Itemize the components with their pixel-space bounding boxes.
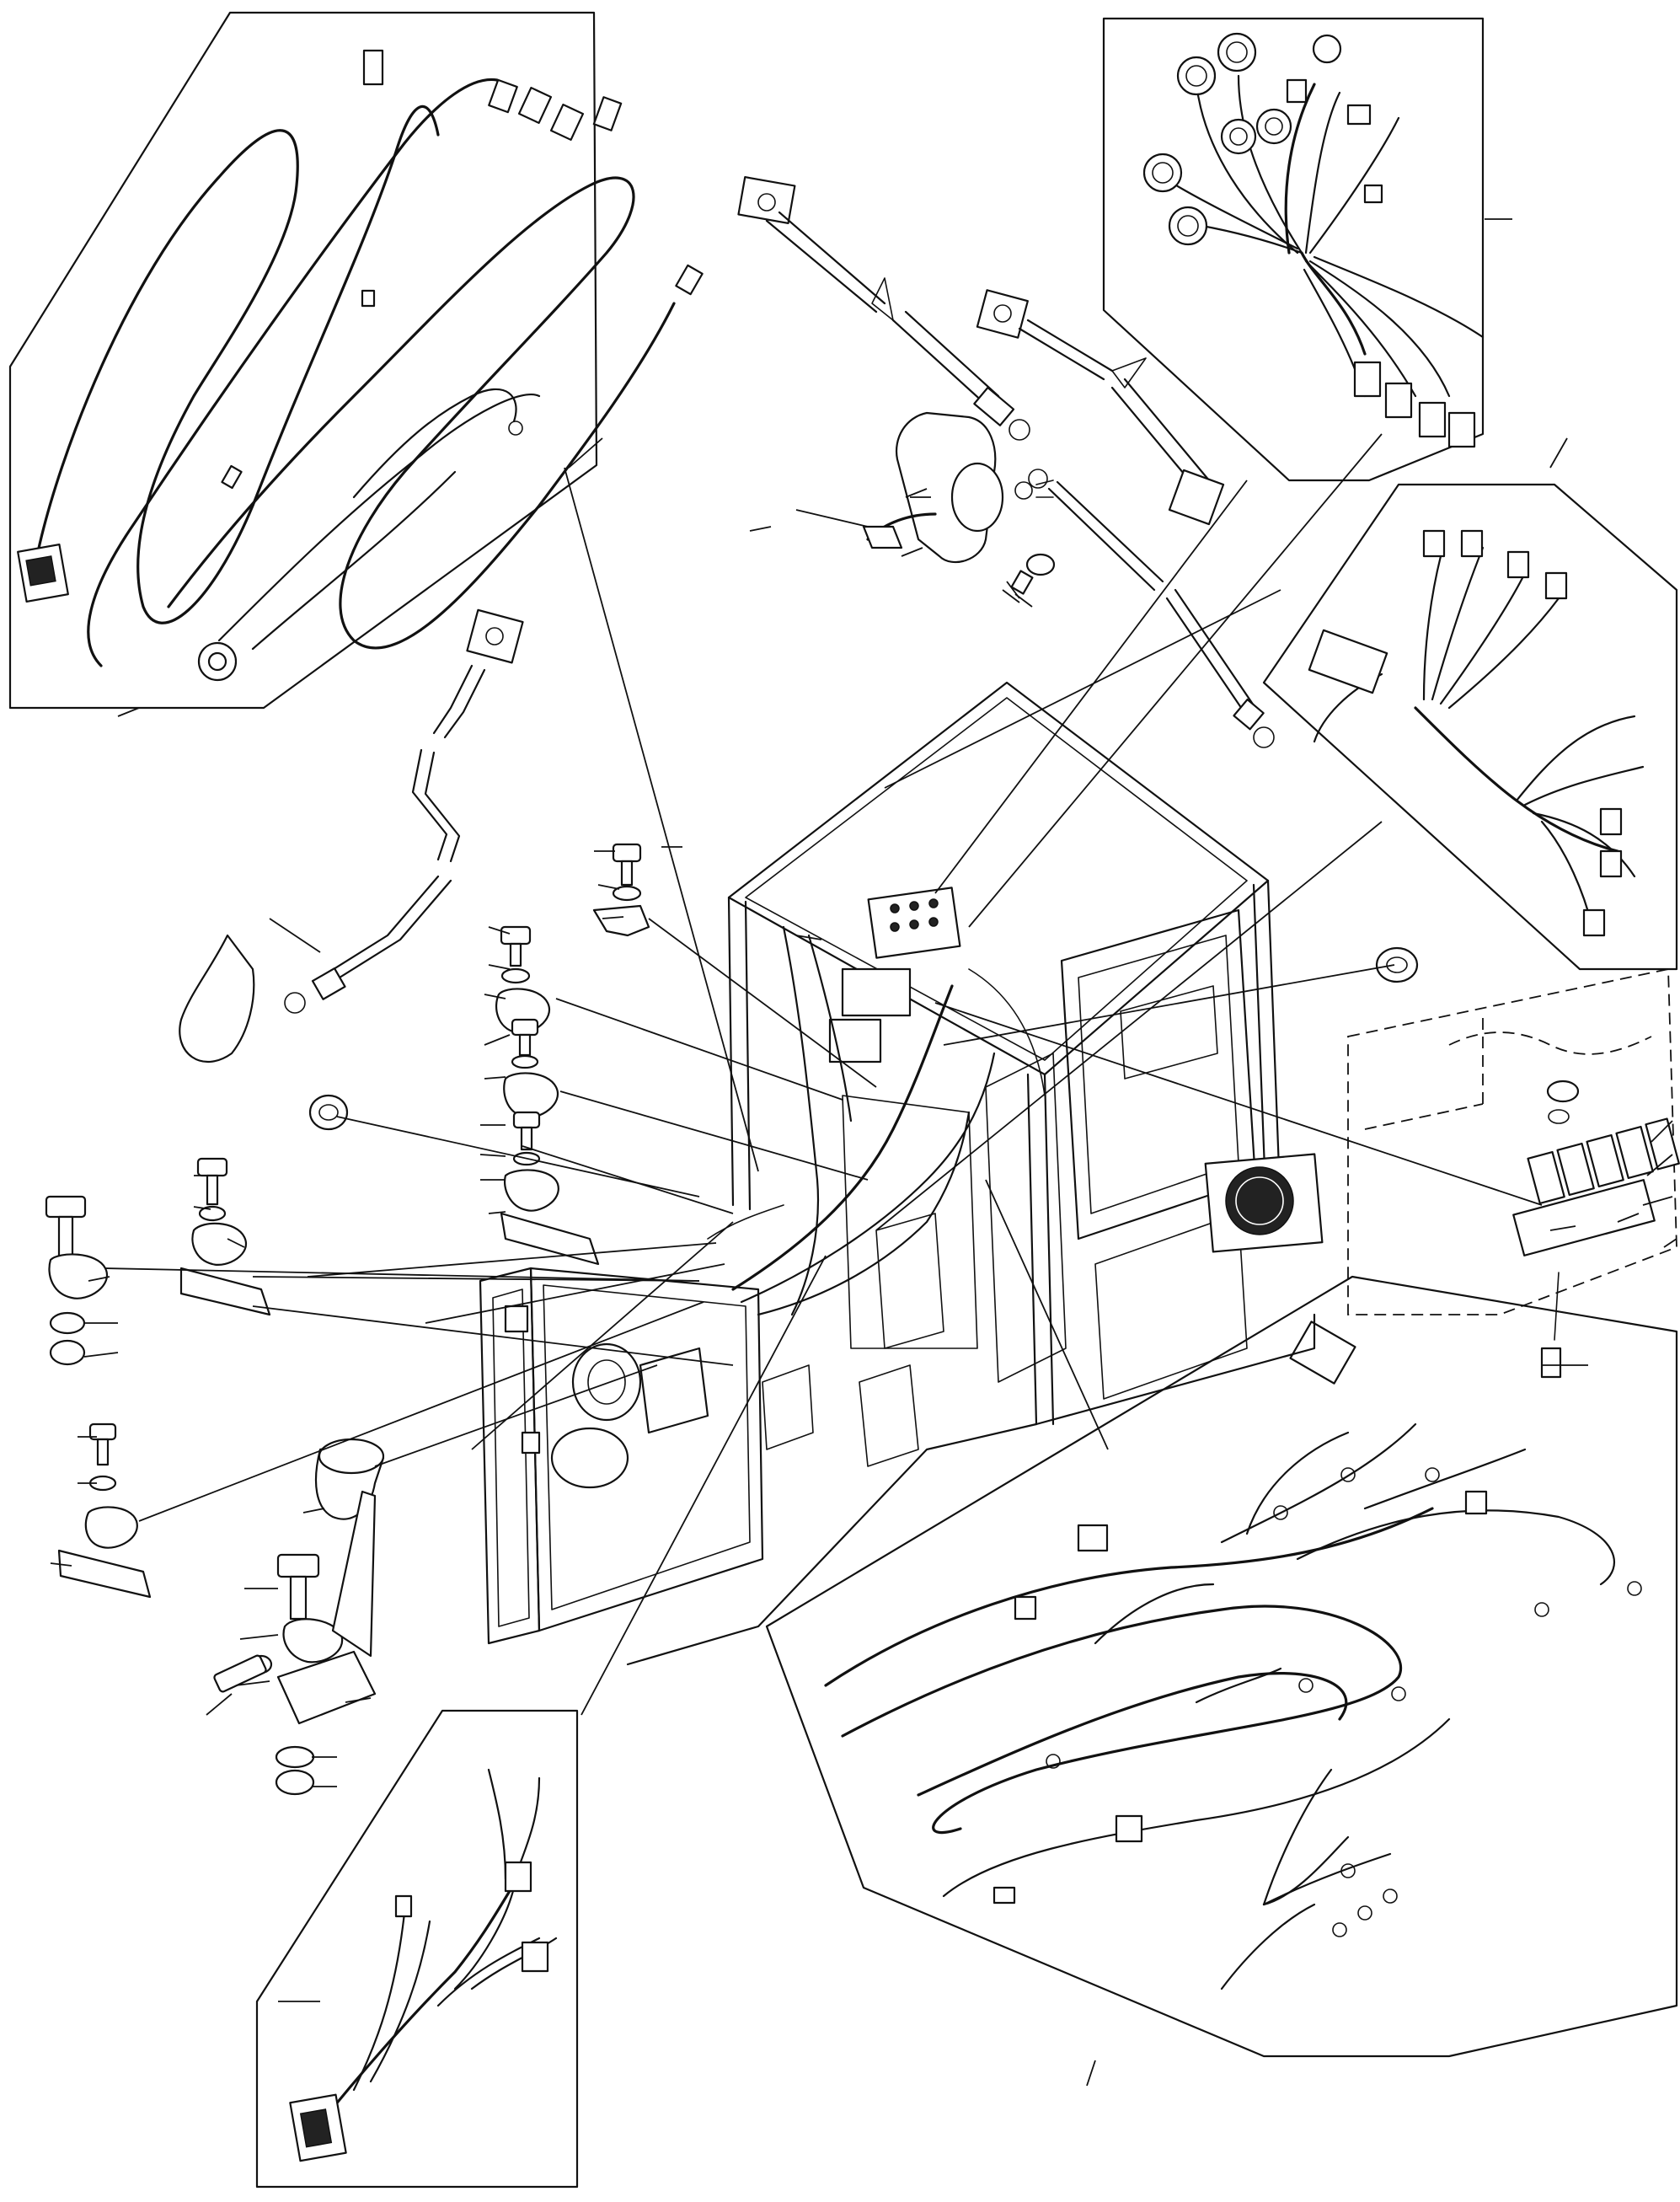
harness-inset-bottom-left bbox=[255, 1709, 579, 2189]
callout-leader bbox=[484, 1076, 506, 1080]
battery-cable-left bbox=[179, 608, 524, 1063]
callout-leader bbox=[488, 1211, 506, 1214]
callout-leaders bbox=[50, 496, 1677, 1787]
battery-cable-b bbox=[976, 289, 1225, 526]
harness-inset-top-right bbox=[1102, 17, 1512, 482]
callout-leader bbox=[1642, 1196, 1673, 1206]
battery-switch bbox=[795, 411, 1056, 599]
callout-leader bbox=[597, 884, 620, 890]
callout-leader bbox=[88, 1276, 110, 1282]
callout-leader bbox=[479, 1154, 506, 1157]
callout-leader bbox=[602, 916, 624, 919]
harness-inset-bottom-right bbox=[765, 1275, 1678, 2087]
callout-leader bbox=[1663, 1238, 1677, 1248]
harness-inset-top-left bbox=[8, 11, 704, 717]
battery-cable-c bbox=[1028, 469, 1275, 748]
harness-inset-right bbox=[1262, 437, 1678, 971]
callout-leader bbox=[488, 926, 511, 935]
callout-leader bbox=[484, 994, 506, 999]
callout-leader bbox=[749, 526, 772, 532]
callout-leader bbox=[50, 1562, 72, 1567]
callout-leader bbox=[901, 547, 923, 557]
callout-leader bbox=[488, 964, 511, 970]
callout-leader bbox=[345, 1697, 372, 1703]
leader-lines bbox=[104, 433, 1543, 1716]
callout-leader bbox=[795, 935, 822, 940]
callout-leader bbox=[302, 1508, 325, 1514]
battery-cable-a bbox=[737, 176, 1030, 441]
callout-leader bbox=[83, 1352, 119, 1358]
callout-leader bbox=[1646, 1154, 1673, 1176]
clamps-and-fasteners bbox=[45, 843, 650, 1796]
callout-leader bbox=[227, 1238, 245, 1248]
callout-leader bbox=[235, 1680, 270, 1686]
callout-leader bbox=[206, 1693, 233, 1716]
callout-leader bbox=[1617, 1213, 1640, 1223]
callout-leader bbox=[1651, 1120, 1673, 1143]
callout-leader bbox=[193, 1206, 211, 1210]
callout-leader bbox=[1014, 593, 1033, 608]
callout-leader bbox=[484, 1034, 511, 1046]
relay-block bbox=[1347, 967, 1680, 1379]
callout-leader bbox=[239, 1634, 279, 1640]
callout-leader bbox=[1549, 1225, 1576, 1231]
callout-leader bbox=[1002, 589, 1020, 603]
